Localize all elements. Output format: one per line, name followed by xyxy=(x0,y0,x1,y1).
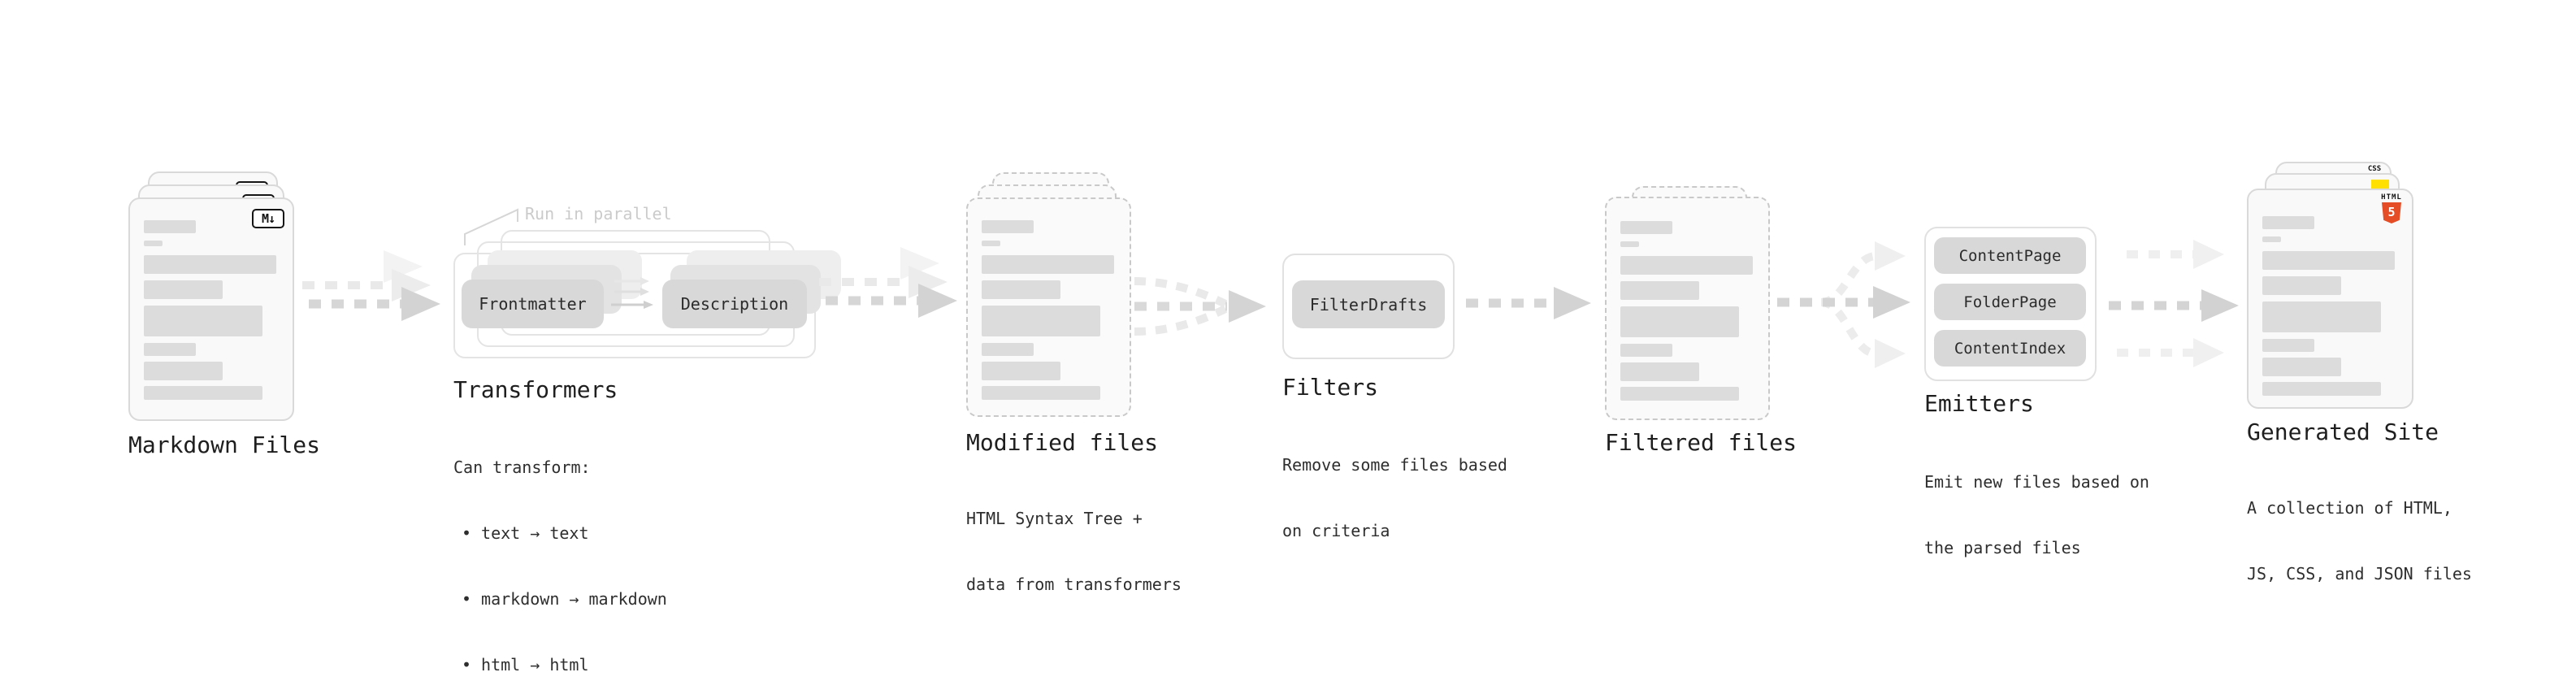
markdown-icon: M↓ xyxy=(252,209,284,228)
text-line-bar xyxy=(1620,362,1699,381)
text-line-bar xyxy=(1620,344,1672,357)
stage-label-filtered-files: Filtered files xyxy=(1605,429,1798,456)
text-line-bar xyxy=(1620,221,1672,234)
document-placeholder-lines xyxy=(1620,221,1753,401)
text-line-bar xyxy=(144,280,223,299)
generated-site-description: A collection of HTML, JS, CSS, and JSON … xyxy=(2247,453,2472,629)
pill-frontmatter: Frontmatter xyxy=(462,280,604,328)
pill-description: Description xyxy=(662,280,807,328)
text-line-bar xyxy=(1620,281,1699,300)
text-line-bar xyxy=(144,255,276,274)
desc-line: on criteria xyxy=(1282,521,1390,540)
bullet-item: • text → text xyxy=(453,523,667,544)
text-line-bar xyxy=(144,220,196,233)
filters-description: Remove some files based on criteria xyxy=(1282,410,1507,586)
text-line-bar xyxy=(982,255,1114,274)
bullet-text: html → html xyxy=(481,655,589,674)
markdown-file-card-front: M↓ xyxy=(128,197,294,421)
bullet-item: • html → html xyxy=(453,654,667,676)
bullet-text: text → text xyxy=(481,523,589,543)
html5-icon: HTML 5 xyxy=(2379,194,2405,223)
flow-arrow-fanout-to-emitters xyxy=(1777,241,1910,368)
text-line-bar xyxy=(144,343,196,356)
bullet-marker: • xyxy=(462,523,472,543)
flow-arrow-transformers-to-modified xyxy=(819,247,957,318)
stage-label-transformers: Transformers xyxy=(453,376,618,403)
text-line-bar xyxy=(2262,339,2314,352)
emitters-description: Emit new files based on the parsed files xyxy=(1924,427,2149,603)
text-line-bar xyxy=(1620,256,1753,275)
text-line-bar xyxy=(2262,301,2381,332)
document-placeholder-lines xyxy=(2262,216,2395,396)
filtered-file-card-front xyxy=(1605,197,1770,420)
text-line-bar xyxy=(982,362,1060,380)
text-line-bar xyxy=(982,306,1100,336)
bullet-item: • markdown → markdown xyxy=(453,588,667,610)
desc-line: Emit new files based on xyxy=(1924,472,2149,492)
stage-label-emitters: Emitters xyxy=(1924,390,2034,417)
text-line-bar xyxy=(2262,216,2314,229)
flow-arrow-converge-to-filters xyxy=(1134,277,1266,336)
text-line-bar xyxy=(1620,387,1739,401)
text-line-bar xyxy=(2262,276,2341,295)
desc-line: data from transformers xyxy=(966,575,1182,594)
css-badge-text: CSS xyxy=(2367,165,2382,173)
transformers-description: Can transform: • text → text • markdown → … xyxy=(453,413,667,681)
run-in-parallel-note: Run in parallel xyxy=(525,204,672,223)
pill-folderpage: FolderPage xyxy=(1934,284,2086,320)
desc-line: JS, CSS, and JSON files xyxy=(2247,564,2472,583)
text-line-bar xyxy=(982,241,1000,246)
pill-contentpage: ContentPage xyxy=(1934,237,2086,274)
stage-label-modified-files: Modified files xyxy=(966,429,1159,456)
stage-label-generated-site: Generated Site xyxy=(2247,419,2439,445)
document-placeholder-lines xyxy=(982,220,1114,400)
html5-badge-title: HTML xyxy=(2381,193,2402,202)
text-line-bar xyxy=(144,241,163,246)
text-line-bar xyxy=(2262,236,2281,242)
modified-files-description: HTML Syntax Tree + data from transformer… xyxy=(966,464,1182,640)
modified-file-card-front xyxy=(966,197,1131,417)
text-line-bar xyxy=(2262,251,2395,270)
text-line-bar xyxy=(144,362,223,380)
desc-title: Can transform: xyxy=(453,458,591,477)
text-line-bar xyxy=(1620,241,1639,247)
stage-label-markdown-files: Markdown Files xyxy=(128,432,321,458)
desc-line: HTML Syntax Tree + xyxy=(966,509,1143,528)
desc-line: the parsed files xyxy=(1924,538,2081,557)
flow-arrows-emitters-to-site xyxy=(2109,240,2239,367)
pill-contentindex: ContentIndex xyxy=(1934,330,2086,367)
text-line-bar xyxy=(982,280,1060,299)
bullet-marker: • xyxy=(462,589,472,609)
html5-shield: 5 xyxy=(2382,202,2401,223)
desc-line: Remove some files based xyxy=(1282,455,1507,475)
stage-label-filters: Filters xyxy=(1282,374,1379,401)
site-file-card-html: HTML 5 xyxy=(2247,189,2413,409)
bullet-marker: • xyxy=(462,655,472,674)
text-line-bar xyxy=(982,220,1034,233)
parallel-step-arrows xyxy=(611,277,653,309)
annotation-leader-line xyxy=(464,208,518,245)
pill-filterdrafts: FilterDrafts xyxy=(1292,280,1445,328)
document-placeholder-lines xyxy=(144,220,276,400)
text-line-bar xyxy=(2262,358,2341,376)
text-line-bar xyxy=(144,386,262,400)
desc-line: A collection of HTML, xyxy=(2247,498,2452,518)
flow-arrow-filters-to-filtered xyxy=(1466,287,1591,319)
bullet-text: markdown → markdown xyxy=(481,589,667,609)
text-line-bar xyxy=(1620,306,1739,337)
text-line-bar xyxy=(982,386,1100,400)
text-line-bar xyxy=(982,343,1034,356)
flow-arrow-markdown-to-transformers xyxy=(302,250,440,321)
text-line-bar xyxy=(2262,382,2381,396)
text-line-bar xyxy=(144,306,262,336)
